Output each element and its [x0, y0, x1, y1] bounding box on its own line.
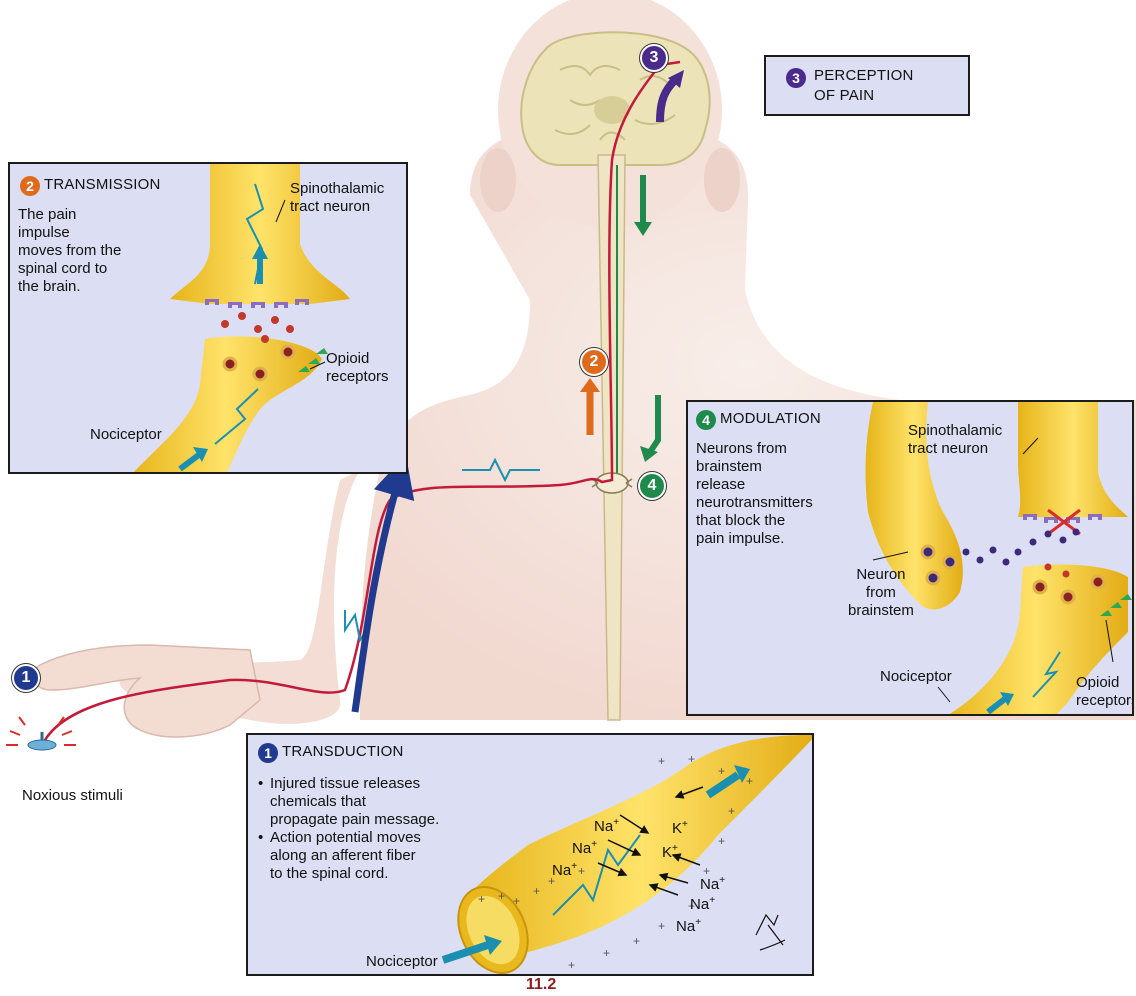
svg-text:+: +: [578, 864, 585, 878]
transduction-nociceptor-label: Nociceptor: [366, 953, 438, 971]
ion-k-2: K+: [662, 843, 678, 861]
svg-text:+: +: [718, 834, 725, 848]
ion-na-3: Na+: [552, 861, 577, 879]
modulation-title: MODULATION: [720, 410, 821, 427]
modulation-opioid-label: Opioid receptors: [1076, 674, 1134, 710]
svg-text:+: +: [688, 752, 695, 766]
transmission-spinothalamic-label: Spinothalamic tract neuron: [290, 180, 384, 216]
perception-number-badge: 3: [786, 68, 806, 88]
transmission-nociceptor-label: Nociceptor: [90, 426, 162, 444]
modulation-nociceptor-label: Nociceptor: [880, 668, 952, 686]
figure-number: 11.2: [526, 976, 556, 994]
svg-text:+: +: [633, 934, 640, 948]
ion-na-5: Na+: [690, 895, 715, 913]
svg-text:+: +: [603, 946, 610, 960]
ear-left: [480, 148, 516, 212]
modulation-spinothalamic-label: Spinothalamic tract neuron: [908, 422, 1002, 458]
transmission-number-badge: 2: [20, 176, 40, 196]
ion-na-1: Na+: [594, 817, 619, 835]
modulation-description: Neurons from brainstem release neurotran…: [696, 440, 813, 548]
svg-text:+: +: [533, 884, 540, 898]
modulation-number-badge: 4: [696, 410, 716, 430]
transmission-panel: 2 TRANSMISSION The pain impulse moves fr…: [8, 162, 408, 474]
transduction-bullet-2: Action potential moves along an afferent…: [258, 829, 518, 883]
marker-perception-brain: 3: [640, 44, 668, 72]
ion-na-2: Na+: [572, 839, 597, 857]
svg-text:+: +: [658, 754, 665, 768]
svg-text:+: +: [498, 889, 505, 903]
ion-na-4: Na+: [700, 875, 725, 893]
perception-title-line1: PERCEPTION: [814, 67, 914, 84]
marker-transmission-body: 2: [580, 348, 608, 376]
svg-text:+: +: [746, 774, 753, 788]
artist-signature-mark: [756, 915, 785, 950]
stimulus-icon: [6, 717, 76, 750]
ion-k-1: K+: [672, 819, 688, 837]
transduction-bullet-1: Injured tissue releases chemicals that p…: [258, 775, 518, 829]
transduction-number-badge: 1: [258, 743, 278, 763]
marker-modulation-body: 4: [638, 472, 666, 500]
stimulus-label: Noxious stimuli: [22, 787, 123, 805]
ion-na-6: Na+: [676, 917, 701, 935]
svg-text:+: +: [568, 958, 575, 972]
ear-right: [704, 148, 740, 212]
svg-text:+: +: [718, 764, 725, 778]
modulation-panel: 4 MODULATION Neurons from brainstem rele…: [686, 400, 1134, 716]
transduction-panel: ++++ ++++ ++++ ++++ ++ 1 TRANSDUCTION In…: [246, 733, 814, 976]
perception-title-line2: OF PAIN: [814, 87, 874, 104]
transmission-opioid-label: Opioid receptors: [326, 350, 389, 386]
svg-text:+: +: [478, 892, 485, 906]
transmission-title: TRANSMISSION: [44, 176, 161, 193]
svg-text:+: +: [728, 804, 735, 818]
transduction-bullets: Injured tissue releases chemicals that p…: [258, 775, 518, 883]
marker-transduction-body: 1: [12, 664, 40, 692]
transduction-title: TRANSDUCTION: [282, 743, 404, 760]
modulation-brainstem-label: Neuron from brainstem: [848, 566, 914, 620]
svg-text:+: +: [513, 894, 520, 908]
svg-text:+: +: [658, 919, 665, 933]
transmission-description: The pain impulse moves from the spinal c…: [18, 206, 121, 296]
perception-panel: 3 PERCEPTION OF PAIN: [764, 55, 970, 116]
